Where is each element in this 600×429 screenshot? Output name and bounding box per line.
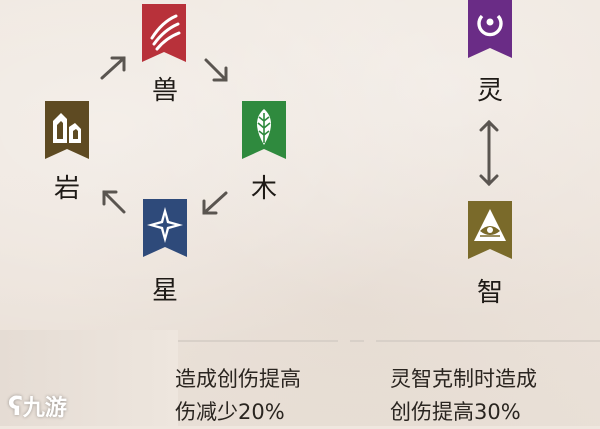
wood-banner xyxy=(242,101,286,159)
wisdom-label: 智 xyxy=(476,278,503,308)
beast-label: 兽 xyxy=(151,76,178,106)
rock-banner xyxy=(45,101,89,159)
arrow-rock-to-beast xyxy=(100,56,126,80)
spirit-orb-icon xyxy=(477,14,503,37)
eye-pyramid-icon xyxy=(474,209,506,241)
arrow-head-beast-wood xyxy=(212,66,228,82)
star-banner xyxy=(143,199,187,257)
arrow-beast-to-wood xyxy=(204,58,228,82)
blurred-area xyxy=(0,330,178,426)
watermark-glyph: ʕ xyxy=(8,392,23,422)
arrow-head-wood-star xyxy=(202,199,218,215)
right-note-line2: 创伤提高30% xyxy=(390,400,521,424)
spirit-banner xyxy=(468,0,512,58)
arrow-wood-to-star xyxy=(202,191,228,215)
watermark-logo: ʕ九游 xyxy=(8,390,67,422)
arrow-head-down xyxy=(479,174,499,187)
wood-label: 木 xyxy=(250,174,277,204)
right-note-line1: 灵智克制时造成 xyxy=(390,367,537,391)
arrow-star-to-rock xyxy=(102,190,126,214)
arrow-head-up xyxy=(479,119,499,132)
wisdom-banner xyxy=(468,201,512,259)
left-note-line2: 伤减少20% xyxy=(175,400,285,424)
arrow-head-rock-beast xyxy=(110,56,126,72)
leaf-icon xyxy=(257,109,271,145)
star-label: 星 xyxy=(151,276,178,306)
divider-left xyxy=(178,340,338,342)
left-note-line1: 造成创伤提高 xyxy=(175,367,301,391)
beast-banner xyxy=(142,4,186,62)
arrow-head-star-rock xyxy=(102,190,118,206)
rock-tower-icon xyxy=(53,113,81,143)
watermark-text: 九游 xyxy=(22,396,67,421)
rock-label: 岩 xyxy=(53,174,80,204)
spirit-label: 灵 xyxy=(476,76,503,106)
divider-mid xyxy=(350,340,364,342)
claw-marks-icon xyxy=(150,14,181,51)
divider-right xyxy=(376,340,600,342)
four-point-star-icon xyxy=(147,207,183,243)
